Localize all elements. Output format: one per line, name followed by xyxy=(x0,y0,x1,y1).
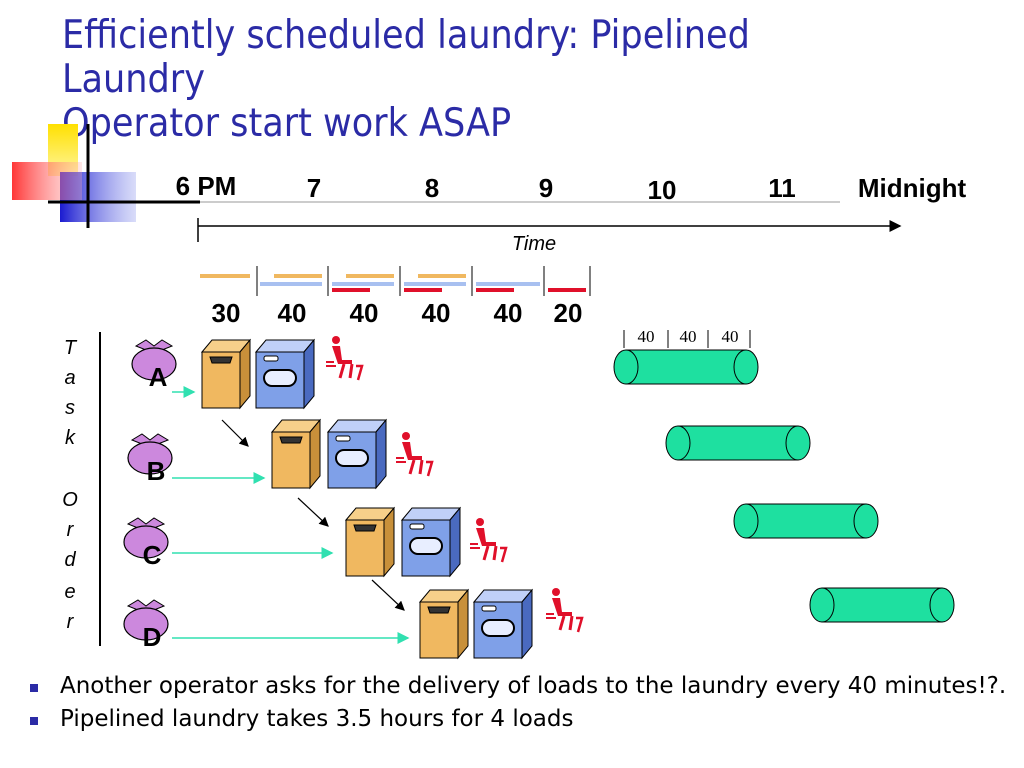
slide-logo-decoration xyxy=(12,124,840,228)
row-b-dryer xyxy=(327,419,387,489)
svg-text:r: r xyxy=(67,611,75,633)
svg-text:D: D xyxy=(143,622,162,652)
svg-text:k: k xyxy=(65,427,76,449)
time-axis: Time xyxy=(197,218,902,255)
row-c-dryer xyxy=(401,507,461,577)
row-d-dryer xyxy=(473,589,533,659)
row-a-operator-icon xyxy=(324,334,364,382)
svg-text:e: e xyxy=(64,581,75,603)
task-bag-d: D xyxy=(123,599,169,652)
tick-10: 10 xyxy=(648,175,677,205)
stage-arrows xyxy=(221,419,405,611)
duration-6: 20 xyxy=(554,298,583,328)
svg-text:d: d xyxy=(64,549,76,571)
svg-text:40: 40 xyxy=(722,327,739,346)
load-arrows xyxy=(172,386,410,644)
cylinder-task-c xyxy=(733,503,879,539)
tick-11: 11 xyxy=(768,173,796,203)
bullet-square-icon xyxy=(30,717,38,725)
svg-text:s: s xyxy=(65,397,75,419)
bullet-item-2: Pipelined laundry takes 3.5 hours for 4 … xyxy=(28,705,1008,734)
title-line-1: Efficiently scheduled laundry: Pipelined xyxy=(62,13,750,58)
pipeline-diagram: 6 PM 7 8 9 10 11 Midnight Time 30 xyxy=(12,124,967,659)
row-d-operator-icon xyxy=(544,586,584,634)
svg-text:a: a xyxy=(64,367,75,389)
row-b-operator-icon xyxy=(394,430,434,478)
svg-text:r: r xyxy=(67,519,75,541)
svg-text:40: 40 xyxy=(638,327,655,346)
svg-text:T: T xyxy=(64,337,78,359)
tick-6pm: 6 PM xyxy=(176,171,237,201)
cylinder-task-a xyxy=(613,349,759,385)
task-bag-b: B xyxy=(127,433,173,486)
tick-9: 9 xyxy=(539,173,553,203)
duration-1: 30 xyxy=(212,298,241,328)
task-bag-c: C xyxy=(123,517,169,570)
svg-text:O: O xyxy=(62,489,78,511)
task-order-label: T a s k O r d e r xyxy=(62,337,78,633)
cylinder-task-b xyxy=(665,425,811,461)
row-c-washer xyxy=(345,507,395,577)
row-a-dryer xyxy=(255,339,315,409)
duration-4: 40 xyxy=(422,298,451,328)
title-line-2: Laundry xyxy=(62,57,205,102)
duration-2: 40 xyxy=(278,298,307,328)
stage-duration-labels: 30 40 40 40 40 20 xyxy=(212,298,583,328)
slide-title: Efficiently scheduled laundry: Pipelined… xyxy=(62,14,1002,146)
tick-midnight: Midnight xyxy=(858,173,967,203)
time-tick-labels: 6 PM 7 8 9 10 11 Midnight xyxy=(176,171,967,205)
cylinder-duration-labels: 40 40 40 xyxy=(623,327,751,348)
bullet-item-1: Another operator asks for the delivery o… xyxy=(28,672,1008,701)
row-a-washer xyxy=(201,339,251,409)
svg-text:C: C xyxy=(143,540,162,570)
svg-text:B: B xyxy=(147,456,166,486)
time-axis-label: Time xyxy=(512,233,556,255)
tick-7: 7 xyxy=(307,173,321,203)
row-d-washer xyxy=(419,589,469,659)
bullet-list: Another operator asks for the delivery o… xyxy=(28,672,1008,738)
bullet-square-icon xyxy=(30,684,38,692)
cylinder-task-d xyxy=(809,587,955,623)
task-bag-a: A xyxy=(131,339,177,392)
svg-text:A: A xyxy=(149,362,168,392)
duration-3: 40 xyxy=(350,298,379,328)
title-line-3: Operator start work ASAP xyxy=(62,101,512,146)
row-b-washer xyxy=(271,419,321,489)
tick-8: 8 xyxy=(425,173,439,203)
stage-duration-bars xyxy=(200,266,591,296)
svg-text:40: 40 xyxy=(680,327,697,346)
row-c-operator-icon xyxy=(468,516,508,564)
duration-5: 40 xyxy=(494,298,523,328)
